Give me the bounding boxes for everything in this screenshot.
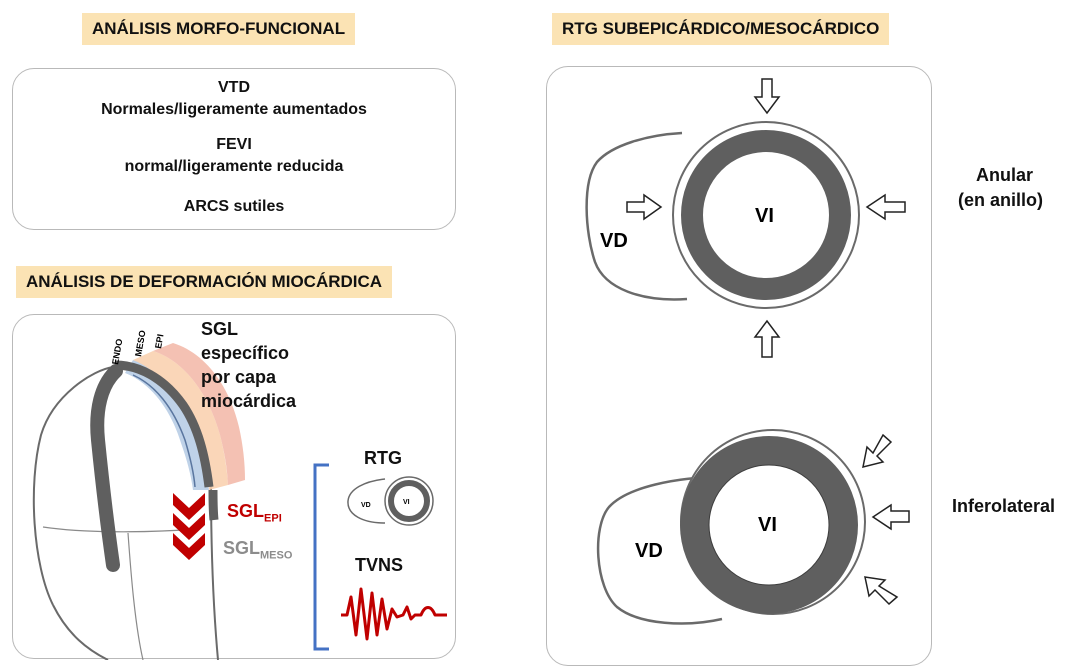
sgl-title-line3: por capa [201, 367, 277, 387]
vtd-label: VTD [218, 79, 250, 96]
vtd-value: Normales/ligeramente aumentados [101, 101, 367, 118]
sgl-title-line2: específico [201, 343, 290, 363]
septum [90, 364, 123, 572]
bottom-vi-label: VI [758, 514, 777, 536]
anular-label-line2: (en anillo) [958, 190, 1043, 210]
deformacion-panel: ENDO MESO EPI SGL específico por capa mi… [12, 314, 456, 660]
header-rtg: RTG SUBEPICÁRDICO/MESOCÁRDICO [552, 13, 890, 45]
ecg-trace [341, 587, 447, 641]
top-lv-myocardium [681, 130, 851, 300]
top-vi-label: VI [755, 205, 774, 227]
sgl-title-line1: SGL [201, 319, 239, 339]
endo-layer [125, 360, 209, 490]
arrow-lower-right [864, 576, 899, 606]
bottom-lv-myocardium [680, 436, 858, 614]
arrow-top [753, 78, 781, 115]
rtg-mini-label: RTG [364, 448, 402, 468]
header-deformacion-miocardica: ANÁLISIS DE DEFORMACIÓN MIOCÁRDICA [16, 266, 393, 298]
arrow-left [626, 193, 663, 221]
annular-section: VI VD [585, 78, 906, 358]
fevi-label: FEVI [216, 136, 252, 153]
top-vd-label: VD [600, 230, 628, 252]
bottom-vd-label: VD [635, 540, 663, 562]
top-rv-outline [585, 131, 688, 301]
sgl-title-line4: miocárdica [201, 391, 297, 411]
arrow-upper-right [862, 433, 893, 469]
header-morfo-funcional: ANÁLISIS MORFO-FUNCIONAL [82, 13, 356, 45]
tvns-label: TVNS [355, 555, 404, 575]
bracket [313, 463, 329, 651]
sgl-chevrons [173, 493, 205, 560]
arrow-bottom [753, 319, 781, 358]
layer-meso-label: MESO [133, 329, 147, 357]
bottom-rv-outline [596, 475, 723, 625]
sgl-epi-label: SGLEPI [227, 501, 282, 525]
layer-endo-label: ENDO [110, 338, 124, 365]
anular-label-line1: Anular [976, 165, 1034, 185]
epi-layer [153, 343, 245, 485]
rtg-mini-vd: VD [361, 502, 371, 509]
fevi-value: normal/ligeramente reducida [124, 158, 344, 175]
rtg-diagram: VI VD VI VD [585, 78, 910, 625]
deformacion-diagram: ENDO MESO EPI [32, 329, 245, 660]
inferolateral-label: Inferolateral [952, 496, 1056, 516]
arrow-right [865, 193, 906, 221]
morfo-funcional-panel: VTD Normales/ligeramente aumentados FEVI… [12, 68, 456, 230]
arrow-right-mid [871, 503, 910, 531]
sgl-meso-label: SGLMESO [223, 538, 293, 562]
rtg-panel: VI VD VI VD [546, 66, 932, 666]
rtg-mini-diagram: VD VI [347, 476, 434, 526]
heart-outline [32, 366, 114, 606]
inferolateral-section: VI VD [596, 429, 910, 625]
arcs-label: ARCS sutiles [183, 198, 285, 215]
layer-epi-label: EPI [153, 333, 165, 349]
rtg-mini-vi: VI [403, 499, 410, 506]
